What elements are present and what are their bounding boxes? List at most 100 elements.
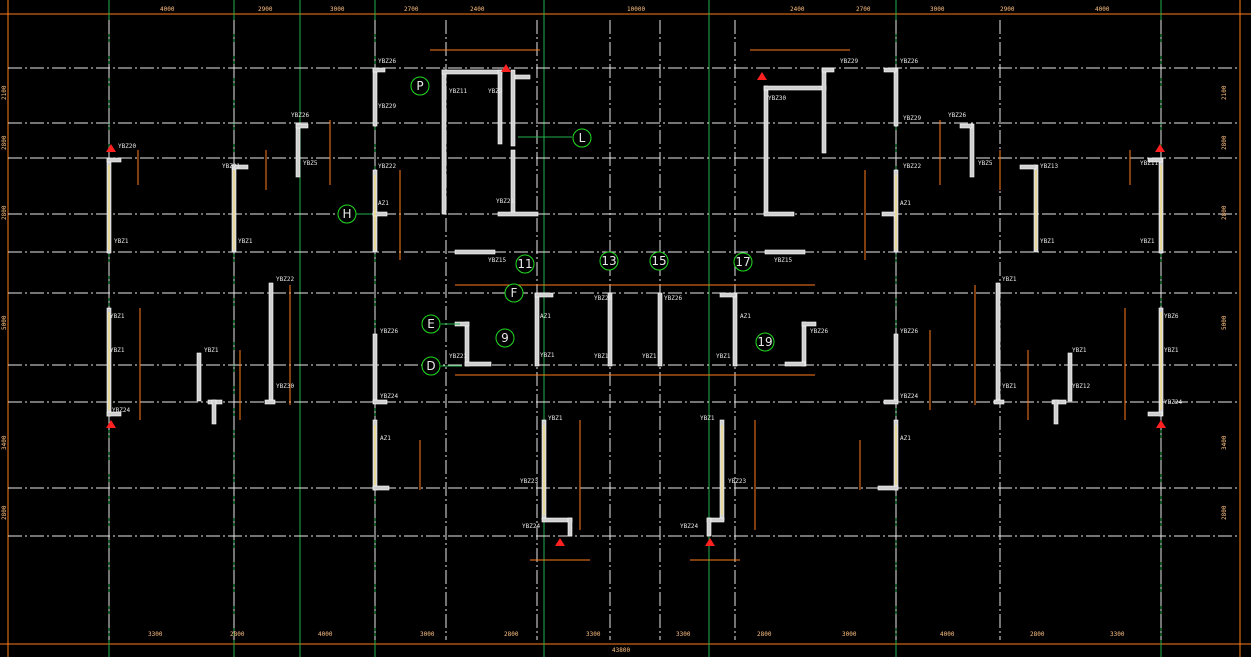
wall-segment <box>607 292 613 367</box>
wall-segment <box>821 67 835 73</box>
top-dim: 2400 <box>470 6 485 13</box>
member-label: YBZ24 <box>112 407 130 414</box>
top-dim: 2900 <box>1000 6 1015 13</box>
wall-segment <box>893 333 899 403</box>
axis-bubble-13: 13 <box>599 251 619 271</box>
member-label: YBZ1 <box>1072 347 1087 354</box>
svg-text:P: P <box>416 79 423 93</box>
member-label: YBZ24 <box>900 393 918 400</box>
wall-segment <box>959 123 973 129</box>
wall-segment <box>706 517 712 537</box>
member-label: YBZ26 <box>664 295 682 302</box>
member-label: AZ1 <box>380 435 391 442</box>
bottom-dim: 3000 <box>842 631 857 638</box>
top-dim: 4000 <box>160 6 175 13</box>
wall-segment <box>441 69 503 75</box>
right-dim: 2100 <box>1221 85 1228 100</box>
top-dim: 2400 <box>790 6 805 13</box>
left-dim: 3400 <box>1 435 8 450</box>
bottom-dim: 3300 <box>676 631 691 638</box>
wall-segment <box>295 123 309 129</box>
bottom-dim: 2800 <box>1030 631 1045 638</box>
member-label: YBZ26 <box>380 328 398 335</box>
wall-segment <box>264 399 276 405</box>
member-label: YBZ30 <box>768 95 786 102</box>
green-grid-lines <box>108 0 1162 657</box>
member-label: YBZ29 <box>903 115 921 122</box>
wall-segment <box>763 211 795 217</box>
left-dim: 2800 <box>1 135 8 150</box>
wall-segment <box>764 249 806 255</box>
top-dim: 2700 <box>404 6 419 13</box>
right-dim: 2800 <box>1221 205 1228 220</box>
wall-segment <box>893 67 899 127</box>
wall-segment <box>231 164 249 170</box>
member-label: YBZ21 <box>222 163 240 170</box>
wall-segment <box>106 411 122 417</box>
top-dim: 10000 <box>627 6 645 13</box>
wall-segment <box>497 69 503 145</box>
wall-segment <box>883 67 897 73</box>
wall-segment <box>268 282 274 404</box>
wall-segment <box>1051 399 1067 405</box>
member-label: YBZ11 <box>1140 160 1158 167</box>
wall-segment <box>1053 399 1059 425</box>
wall-segment <box>372 67 378 127</box>
svg-text:15: 15 <box>651 254 666 268</box>
wall-segment <box>541 517 573 523</box>
bottom-dim: 3000 <box>420 631 435 638</box>
marker-triangle <box>106 420 116 428</box>
member-label: YBZ1 <box>594 353 609 360</box>
axis-bubble-9: 9 <box>495 328 515 348</box>
right-dim: 3400 <box>1221 435 1228 450</box>
top-dim: 3000 <box>930 6 945 13</box>
axis-bubble-11: 11 <box>515 254 535 274</box>
member-label: YBZ1 <box>1040 238 1055 245</box>
bottom-dimensions: 3300 2800 4000 3000 2800 3300 3300 2800 … <box>148 631 1125 654</box>
member-label: YBZ26 <box>594 295 612 302</box>
marker-triangle <box>705 538 715 546</box>
wall-segment <box>1147 157 1163 163</box>
member-label: YBZ1 <box>540 352 555 359</box>
member-label: YBZ21 <box>496 198 514 205</box>
member-label: AZ1 <box>540 313 551 320</box>
wall-segment <box>801 321 817 327</box>
top-dimensions: 4000 2900 3000 2700 2400 10000 2400 2700… <box>160 6 1110 13</box>
member-label: YBZ1 <box>700 415 715 422</box>
member-label: YBZ26 <box>291 112 309 119</box>
bottom-dim: 3300 <box>586 631 601 638</box>
member-label: AZ1 <box>740 313 751 320</box>
wall-segment <box>454 249 496 255</box>
wall-segment <box>372 211 388 217</box>
left-dim: 5000 <box>1 315 8 330</box>
wall-segment <box>106 157 122 163</box>
wall-segment <box>995 282 1001 404</box>
left-dim: 2800 <box>1 505 8 520</box>
marker-triangle <box>1156 420 1166 428</box>
wall-segment <box>657 292 663 367</box>
axis-bubble-E: E <box>421 314 441 334</box>
member-label: YBZ26 <box>900 328 918 335</box>
member-label: AZ1 <box>378 200 389 207</box>
axis-bubble-H: H <box>337 204 357 224</box>
top-dim: 2900 <box>258 6 273 13</box>
member-label: YBZ5 <box>303 160 318 167</box>
member-label: YBZ13 <box>1040 163 1058 170</box>
wall-segment <box>372 399 388 405</box>
section-markers <box>106 64 1166 546</box>
axis-bubbles: P L H 11 F 13 15 17 <box>337 76 775 376</box>
bottom-dim: 3300 <box>1110 631 1125 638</box>
member-label: YBZ24 <box>680 523 698 530</box>
member-label: YBZ1 <box>642 353 657 360</box>
wall-segment <box>211 399 217 425</box>
svg-text:11: 11 <box>517 257 532 271</box>
wall-segment <box>534 292 540 367</box>
left-dim: 2100 <box>1 85 8 100</box>
svg-text:D: D <box>426 359 435 373</box>
marker-triangle <box>501 64 511 72</box>
wall-segment <box>1019 164 1037 170</box>
member-label: YBZ1 <box>110 313 125 320</box>
member-label: YBZ26 <box>900 58 918 65</box>
right-dim: 2800 <box>1221 505 1228 520</box>
